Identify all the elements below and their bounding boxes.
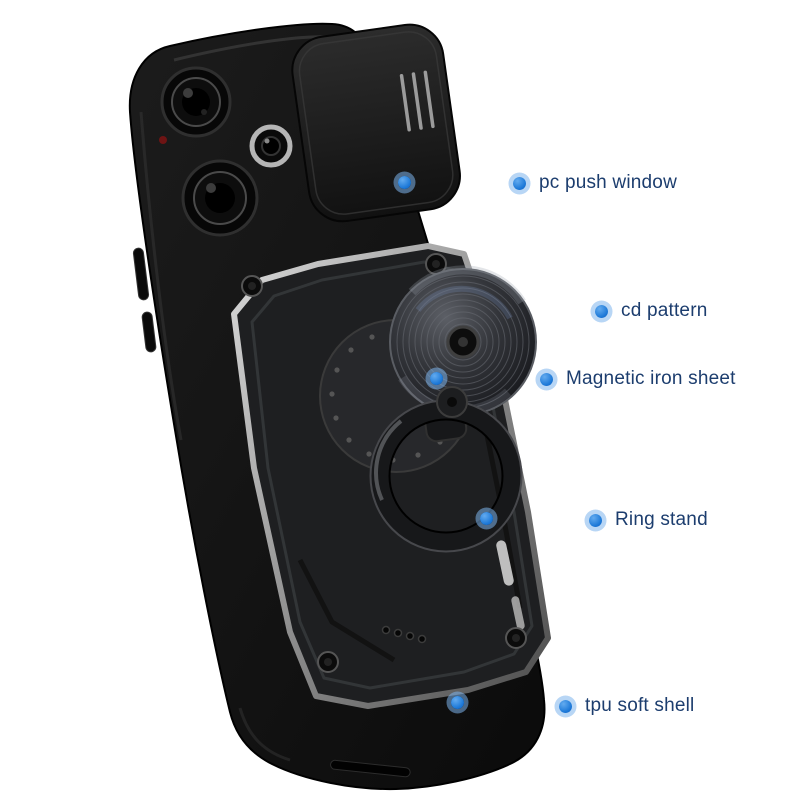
callout-dot-icon [540, 372, 553, 386]
callout-ring-stand: Ring stand [589, 507, 708, 533]
callout-label: Magnetic iron sheet [566, 368, 736, 389]
screws [241, 253, 527, 673]
callout-tpu-soft-shell: tpu soft shell [559, 693, 694, 719]
callout-pc-push-window: pc push window [513, 170, 677, 196]
slide-cover [291, 23, 461, 223]
callout-magnetic-iron-sheet: Magnetic iron sheet [540, 366, 736, 392]
cd-pattern-disc [389, 265, 537, 416]
callout-label: pc push window [539, 172, 677, 193]
side-button [132, 247, 150, 301]
callout-dot-icon [559, 699, 572, 713]
callout-cd-pattern: cd pattern [595, 298, 708, 324]
side-button [141, 311, 157, 353]
marker-dot-magnetic-iron-sheet [430, 372, 443, 385]
grip-ridges [399, 70, 435, 132]
vent-holes [381, 625, 427, 644]
callout-dot-icon [589, 513, 602, 527]
marker-dot-pc-push-window [398, 176, 411, 189]
marker-dot-ring-stand [480, 512, 493, 525]
callout-label: cd pattern [621, 300, 708, 321]
camera-lenses [159, 66, 293, 237]
callout-dot-icon [595, 304, 608, 318]
marker-dot-tpu-soft-shell [451, 696, 464, 709]
red-accent [159, 136, 167, 144]
callout-dot-icon [513, 176, 526, 190]
callout-label: tpu soft shell [585, 695, 695, 716]
bottom-port [330, 759, 411, 778]
ring-stand [369, 386, 523, 553]
callout-label: Ring stand [615, 509, 708, 530]
